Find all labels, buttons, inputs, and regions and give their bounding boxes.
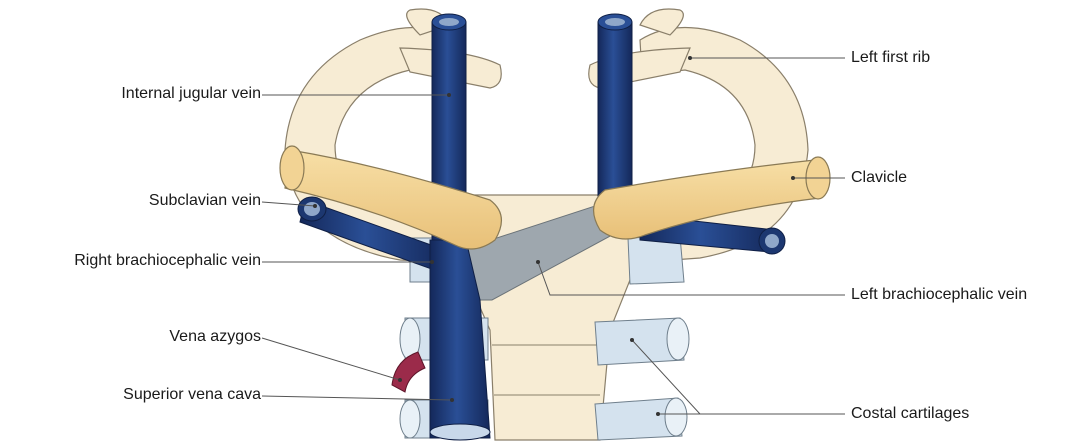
- label-right-brachiocephalic-vein: Right brachiocephalic vein: [74, 251, 261, 271]
- label-internal-jugular-vein: Internal jugular vein: [121, 84, 261, 104]
- label-clavicle: Clavicle: [851, 168, 907, 188]
- label-left-brachiocephalic-vein: Left brachiocephalic vein: [851, 285, 1027, 305]
- leader-superior-vena-cava: [262, 396, 452, 400]
- label-subclavian-vein: Subclavian vein: [149, 191, 261, 211]
- label-left-first-rib: Left first rib: [851, 48, 930, 68]
- label-vena-azygos: Vena azygos: [169, 327, 261, 347]
- leader-vena-azygos: [262, 338, 400, 380]
- vena-azygos: [392, 352, 425, 392]
- label-superior-vena-cava: Superior vena cava: [123, 385, 261, 405]
- label-costal-cartilages: Costal cartilages: [851, 404, 969, 424]
